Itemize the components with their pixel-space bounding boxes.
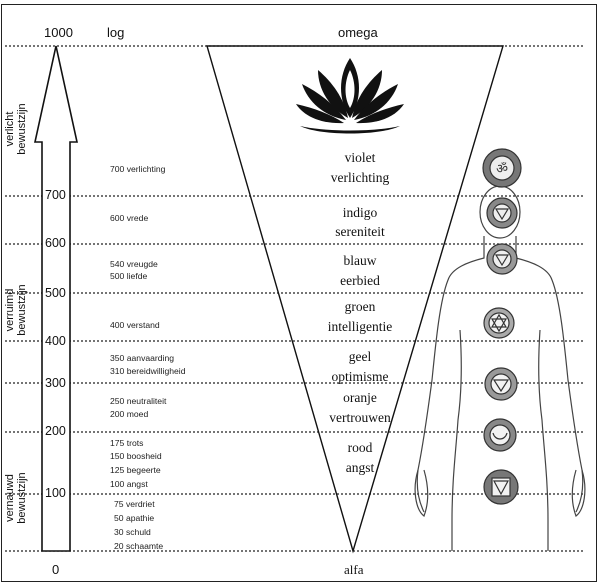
top-label: omega bbox=[338, 25, 378, 40]
emotion-item: 175 trots bbox=[110, 438, 144, 448]
chakra-quality: eerbied bbox=[340, 273, 380, 288]
tick-label: 100 bbox=[45, 486, 66, 500]
section-line: bewustzijn bbox=[16, 284, 29, 336]
tick-label: 300 bbox=[45, 376, 66, 390]
emotion-item: 75 verdriet bbox=[114, 499, 155, 509]
emotion-item: 30 schuld bbox=[114, 527, 151, 537]
chakra-color: geel bbox=[348, 349, 372, 364]
emotion-item: 700 verlichting bbox=[110, 164, 166, 174]
inverted-triangle bbox=[206, 45, 504, 554]
section-label-expanded: verruimd bewustzijn bbox=[4, 250, 28, 370]
emotion-item: 50 apathie bbox=[114, 513, 155, 523]
section-line: verlicht bbox=[4, 111, 16, 147]
section-label-enlightened: verlicht bewustzijn bbox=[4, 74, 28, 184]
emotion-item: 200 moed bbox=[110, 409, 149, 419]
emotion-item: 100 angst bbox=[110, 479, 148, 489]
chakra-symbol-icon bbox=[483, 418, 517, 452]
chakra-color: violet bbox=[344, 150, 376, 165]
chakra-symbol-icon bbox=[486, 243, 518, 275]
chakra-quality: optimisme bbox=[331, 369, 389, 384]
tick-label: 700 bbox=[45, 188, 66, 202]
scale-label: log bbox=[107, 25, 125, 40]
emotion-item: 350 aanvaarding bbox=[110, 353, 175, 363]
emotion-item: 500 liefde bbox=[110, 271, 148, 281]
arrow-up-icon bbox=[34, 45, 78, 552]
emotion-item: 600 vrede bbox=[110, 213, 149, 223]
svg-text:ॐ: ॐ bbox=[496, 162, 508, 177]
chakra-symbol-icon bbox=[486, 197, 518, 229]
tick-label: 200 bbox=[45, 424, 66, 438]
emotion-item: 125 begeerte bbox=[110, 465, 161, 475]
emotion-item: 250 neutraliteit bbox=[110, 396, 167, 406]
tick-label: 500 bbox=[45, 286, 66, 300]
section-line: vernauwd bbox=[4, 474, 16, 522]
emotion-item: 400 verstand bbox=[110, 320, 160, 330]
chakra-quality: angst bbox=[345, 460, 375, 475]
min-value-label: 0 bbox=[52, 562, 60, 577]
chakra-quality: sereniteit bbox=[335, 224, 385, 239]
chakra-quality: verlichting bbox=[330, 170, 390, 185]
chakra-color: blauw bbox=[343, 253, 377, 268]
chakra-symbol-icon bbox=[483, 307, 515, 339]
human-figure-icon bbox=[414, 185, 586, 551]
chakra-color: oranje bbox=[343, 390, 377, 405]
section-line: verruimd bbox=[4, 288, 16, 332]
chakra-quality: intelligentie bbox=[327, 319, 393, 334]
diagram-frame bbox=[1, 4, 597, 582]
chakra-symbol-icon bbox=[483, 469, 519, 505]
bottom-label: alfa bbox=[344, 562, 364, 577]
emotion-item: 540 vreugde bbox=[110, 259, 158, 269]
chakra-color: rood bbox=[347, 440, 373, 455]
level-lines bbox=[5, 45, 585, 552]
max-value-label: 1000 bbox=[44, 25, 73, 40]
chakra-color: indigo bbox=[342, 205, 378, 220]
chakra-symbol-icon: ॐ bbox=[482, 148, 522, 188]
emotion-item: 310 bereidwilligheid bbox=[110, 366, 186, 376]
section-label-narrowed: vernauwd bewustzijn bbox=[4, 448, 28, 548]
chakra-symbols: ॐ bbox=[482, 148, 522, 505]
emotion-item: 150 boosheid bbox=[110, 451, 162, 461]
emotion-item: 20 schaamte bbox=[114, 541, 164, 551]
chakra-color: groen bbox=[344, 299, 376, 314]
tick-label: 400 bbox=[45, 334, 66, 348]
chakra-quality: vertrouwen bbox=[329, 410, 391, 425]
section-line: bewustzijn bbox=[16, 472, 29, 524]
chakra-symbol-icon bbox=[484, 367, 518, 401]
lotus-icon bbox=[296, 58, 404, 134]
section-line: bewustzijn bbox=[16, 103, 29, 155]
tick-label: 600 bbox=[45, 236, 66, 250]
